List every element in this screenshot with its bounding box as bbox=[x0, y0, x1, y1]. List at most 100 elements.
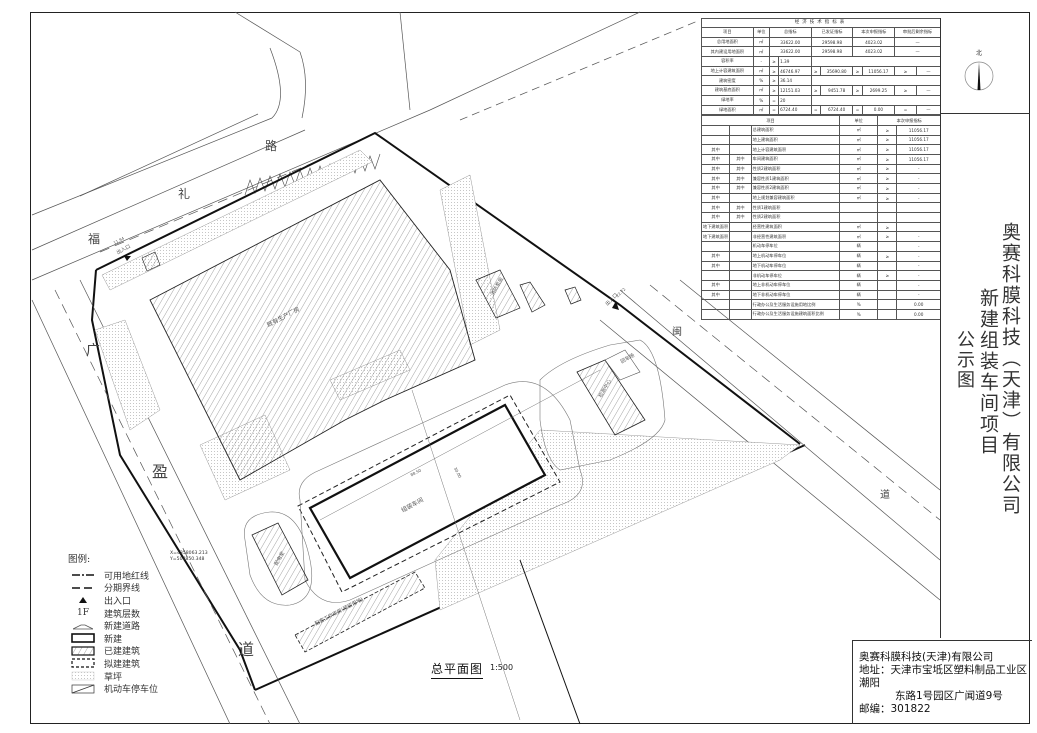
cell: % bbox=[752, 94, 770, 106]
cell-op: ≥ bbox=[877, 183, 898, 194]
cell-value: 11056.17 bbox=[896, 144, 941, 155]
existing-factory bbox=[149, 179, 476, 481]
cell-unit: ㎡ bbox=[839, 221, 879, 233]
legend-label: 可用地红线 bbox=[104, 571, 150, 582]
table-row: 其中地下非机动车停车位辆- bbox=[700, 289, 941, 301]
cell-unit: ㎡ bbox=[839, 134, 879, 146]
new-road-icon bbox=[68, 622, 98, 630]
compass-divider bbox=[941, 113, 1030, 114]
cell: — bbox=[894, 46, 941, 58]
workshop-phase-line bbox=[297, 394, 561, 593]
cell-value bbox=[896, 212, 941, 223]
road-label-north-2: 礼 bbox=[178, 187, 191, 201]
building-pump-room-2 bbox=[519, 281, 546, 313]
econ-table-title: 经济技术指标表 bbox=[701, 18, 941, 27]
cell-unit: 辆 bbox=[839, 270, 879, 281]
cell-group: 其中 bbox=[700, 144, 731, 155]
cell-group: 地下建筑面积 bbox=[700, 221, 731, 233]
legend-item: 新建 bbox=[68, 632, 158, 645]
hdr-issued: 已发证指标 bbox=[810, 27, 854, 38]
road-label-west-1: 广 bbox=[86, 343, 100, 359]
cell-sub: 其中 bbox=[729, 163, 752, 175]
legend-label: 新建道路 bbox=[104, 622, 141, 633]
cell-sub bbox=[729, 250, 752, 262]
legend-label: 新建 bbox=[104, 634, 123, 645]
cell-sub bbox=[729, 124, 752, 136]
table-row: 绿地面积 ㎡ = 6724.40 = 6724.40 = 0.00 = — bbox=[701, 104, 942, 116]
cell-value: 11056.17 bbox=[896, 124, 941, 136]
cell-unit bbox=[839, 212, 879, 223]
legend-item: 出入口 bbox=[68, 594, 158, 607]
doc-type-vertical: 公示图 bbox=[954, 330, 975, 390]
cell-group: 其中 bbox=[700, 212, 731, 223]
table-row: 容积率 - ≥ 1.39 bbox=[701, 56, 942, 67]
cell-item: 非机动车停车位 bbox=[750, 270, 841, 281]
cell: ≥ bbox=[852, 85, 863, 96]
north-label: 北 bbox=[976, 50, 983, 57]
legend-item: 可用地红线 bbox=[68, 569, 158, 582]
cell-group: 其中 bbox=[700, 250, 731, 262]
cell: 46746.97 bbox=[778, 65, 812, 77]
cell: ≥ bbox=[810, 65, 821, 77]
cell-op: ≥ bbox=[877, 173, 898, 184]
new-building-icon bbox=[68, 633, 98, 644]
legend-label: 机动车停车位 bbox=[104, 685, 159, 696]
cell-value: 0.00 bbox=[896, 308, 941, 320]
cell-unit: % bbox=[839, 299, 879, 310]
cell: 4023.02 bbox=[852, 46, 896, 58]
cell: = bbox=[810, 104, 821, 116]
cell-item: 车间建筑面积 bbox=[750, 153, 841, 165]
legend-item: 分期界线 bbox=[68, 582, 158, 594]
legend-item: 机动车停车位 bbox=[68, 682, 158, 695]
cell-item: 总建筑面积 bbox=[750, 124, 841, 136]
planned-building-icon bbox=[68, 658, 98, 669]
company-title-vertical: 奥赛科膜科技（天津）有限公司 bbox=[999, 222, 1021, 516]
cell-value bbox=[896, 202, 941, 214]
econ-table-main: 项目 单位 总指标 已发证指标 本次申报指标 审批后剩余指标 总用地面积 ㎡ 3… bbox=[701, 27, 942, 116]
hdr-unit: 单位 bbox=[839, 115, 879, 126]
cell-item: 经营性建筑面积 bbox=[750, 221, 841, 233]
cell-op bbox=[877, 299, 898, 310]
cell: 容积率 bbox=[701, 56, 754, 67]
title-panel-divider bbox=[940, 18, 941, 638]
existing-building-icon bbox=[68, 646, 98, 656]
cell: % bbox=[752, 75, 770, 87]
cell-op: ≥ bbox=[877, 144, 898, 155]
cell-unit: 辆 bbox=[839, 241, 879, 252]
cell: 总用地面积 bbox=[701, 36, 754, 48]
address-line-1: 地址：天津市宝坻区塑料制品工业区潮阳 bbox=[859, 664, 1032, 690]
cell-op bbox=[877, 308, 898, 320]
cell-group: 其中 bbox=[700, 202, 731, 214]
cell-group: 其中 bbox=[700, 192, 731, 204]
table-row: 其内建设用地面积 ㎡ 33622.00 29598.98 4023.02 — bbox=[701, 46, 941, 58]
cell-value bbox=[896, 221, 941, 233]
hdr-total: 总指标 bbox=[768, 27, 812, 38]
cell-group: 其中 bbox=[700, 260, 731, 272]
cell-sub bbox=[729, 231, 752, 243]
cell-unit: ㎡ bbox=[839, 153, 879, 165]
building-bike-shed bbox=[604, 349, 641, 381]
cell: 20 bbox=[778, 94, 812, 106]
table-row: 机动车停车位辆- bbox=[700, 241, 941, 252]
table-row: 其中地上非机动车停车位辆- bbox=[700, 279, 941, 291]
table-row: 其中地上机动车停车位辆≥- bbox=[700, 250, 941, 262]
cell-value: - bbox=[896, 270, 941, 281]
cell-unit: 辆 bbox=[839, 250, 879, 262]
legend-label: 拟建建筑 bbox=[104, 659, 141, 670]
cell-unit: ㎡ bbox=[839, 183, 879, 194]
cell-sub: 其中 bbox=[729, 212, 752, 223]
address-label: 地址： bbox=[859, 664, 891, 676]
cell-value: - bbox=[896, 260, 941, 272]
legend-label: 出入口 bbox=[104, 596, 132, 607]
table-row: 其中地下机动车停车位辆- bbox=[700, 260, 941, 272]
cell-value: 11056.17 bbox=[896, 134, 941, 146]
cell: 地上计容建筑面积 bbox=[701, 65, 754, 77]
cell: 绿地面积 bbox=[701, 104, 754, 116]
cell-sub bbox=[729, 289, 752, 301]
table-row: 行政办公及生活服务设施用地比例%0.00 bbox=[700, 299, 941, 310]
cell: 29598.98 bbox=[810, 46, 854, 58]
